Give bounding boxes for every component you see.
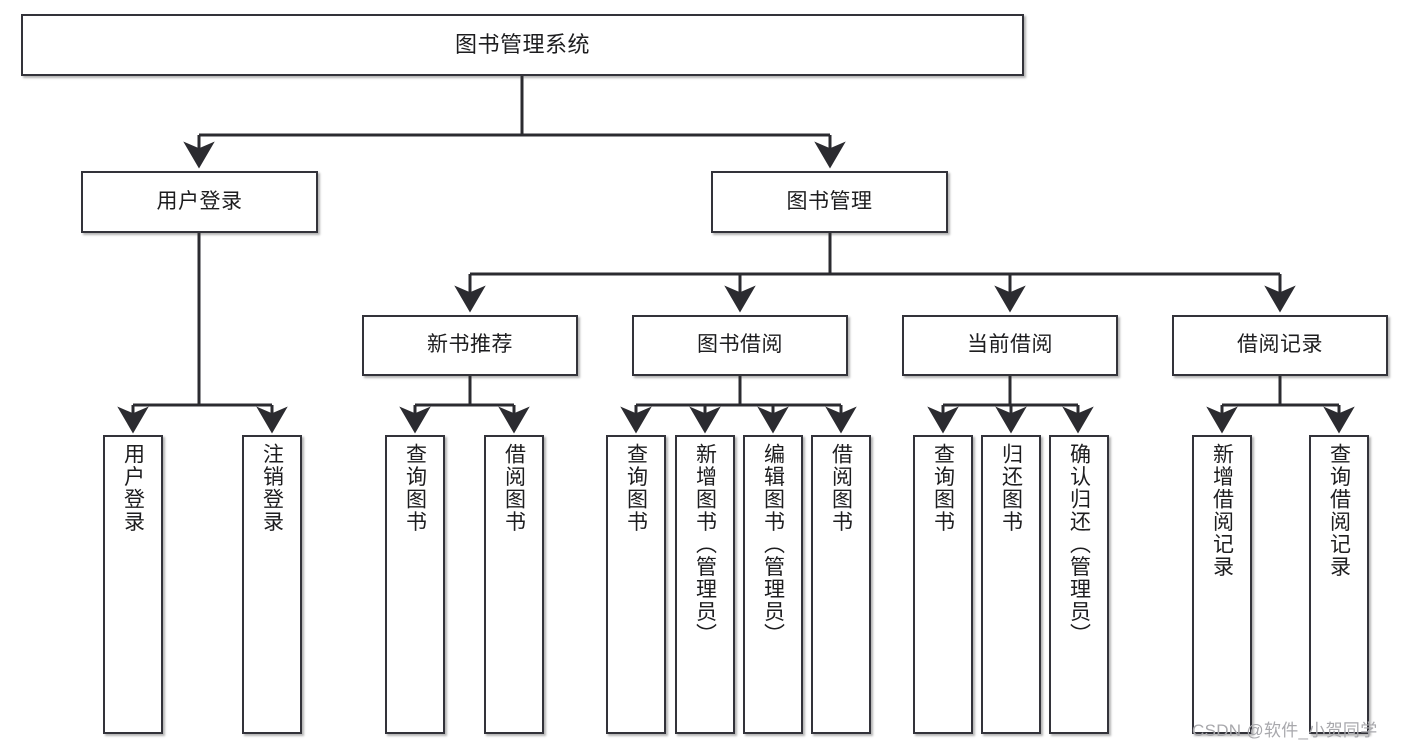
node-label: 注销登录 <box>260 443 284 533</box>
leaf-book-borrow-query[interactable]: 查询图书 <box>606 435 666 734</box>
csdn-watermark: CSDN @软件_小贺同学 <box>1192 721 1378 740</box>
node-label: 用户登录 <box>156 189 243 213</box>
node-label: 新书推荐 <box>427 333 513 357</box>
node-label: 图书管理 <box>786 189 873 213</box>
node-root-book-management-system[interactable]: 图书管理系统 <box>21 14 1024 76</box>
node-label: 查询图书 <box>403 443 427 533</box>
node-label: 新增借阅记录 <box>1210 443 1234 578</box>
node-label: 确认归还（管理员） <box>1067 443 1091 646</box>
node-borrow-records[interactable]: 借阅记录 <box>1172 315 1388 376</box>
leaf-new-book-query[interactable]: 查询图书 <box>385 435 445 734</box>
node-label: 查询图书 <box>931 443 955 533</box>
node-label: 新增图书（管理员） <box>693 443 717 646</box>
leaf-borrow-records-query[interactable]: 查询借阅记录 <box>1309 435 1369 734</box>
node-label: 图书借阅 <box>697 333 783 357</box>
node-label: 查询借阅记录 <box>1327 443 1351 578</box>
leaf-book-borrow-edit[interactable]: 编辑图书（管理员） <box>743 435 803 734</box>
node-label: 借阅记录 <box>1237 333 1323 357</box>
leaf-user-login-login[interactable]: 用户登录 <box>103 435 163 734</box>
node-label: 查询图书 <box>624 443 648 533</box>
node-label: 当前借阅 <box>967 333 1053 357</box>
node-label: 借阅图书 <box>502 443 526 533</box>
node-label: 借阅图书 <box>829 443 853 533</box>
node-book-borrow[interactable]: 图书借阅 <box>632 315 848 376</box>
node-new-book-recommend[interactable]: 新书推荐 <box>362 315 578 376</box>
leaf-book-borrow-borrow[interactable]: 借阅图书 <box>811 435 871 734</box>
node-label: 用户登录 <box>121 443 145 533</box>
leaf-current-borrow-confirm-return[interactable]: 确认归还（管理员） <box>1049 435 1109 734</box>
leaf-new-book-borrow[interactable]: 借阅图书 <box>484 435 544 734</box>
leaf-user-login-logout[interactable]: 注销登录 <box>242 435 302 734</box>
leaf-book-borrow-add[interactable]: 新增图书（管理员） <box>675 435 735 734</box>
node-book-management[interactable]: 图书管理 <box>711 171 948 233</box>
node-current-borrow[interactable]: 当前借阅 <box>902 315 1118 376</box>
node-label: 归还图书 <box>999 443 1023 533</box>
node-label: 图书管理系统 <box>454 32 590 58</box>
leaf-current-borrow-query[interactable]: 查询图书 <box>913 435 973 734</box>
leaf-borrow-records-add[interactable]: 新增借阅记录 <box>1192 435 1252 734</box>
leaf-current-borrow-return[interactable]: 归还图书 <box>981 435 1041 734</box>
node-user-login[interactable]: 用户登录 <box>81 171 318 233</box>
node-label: 编辑图书（管理员） <box>761 443 785 646</box>
